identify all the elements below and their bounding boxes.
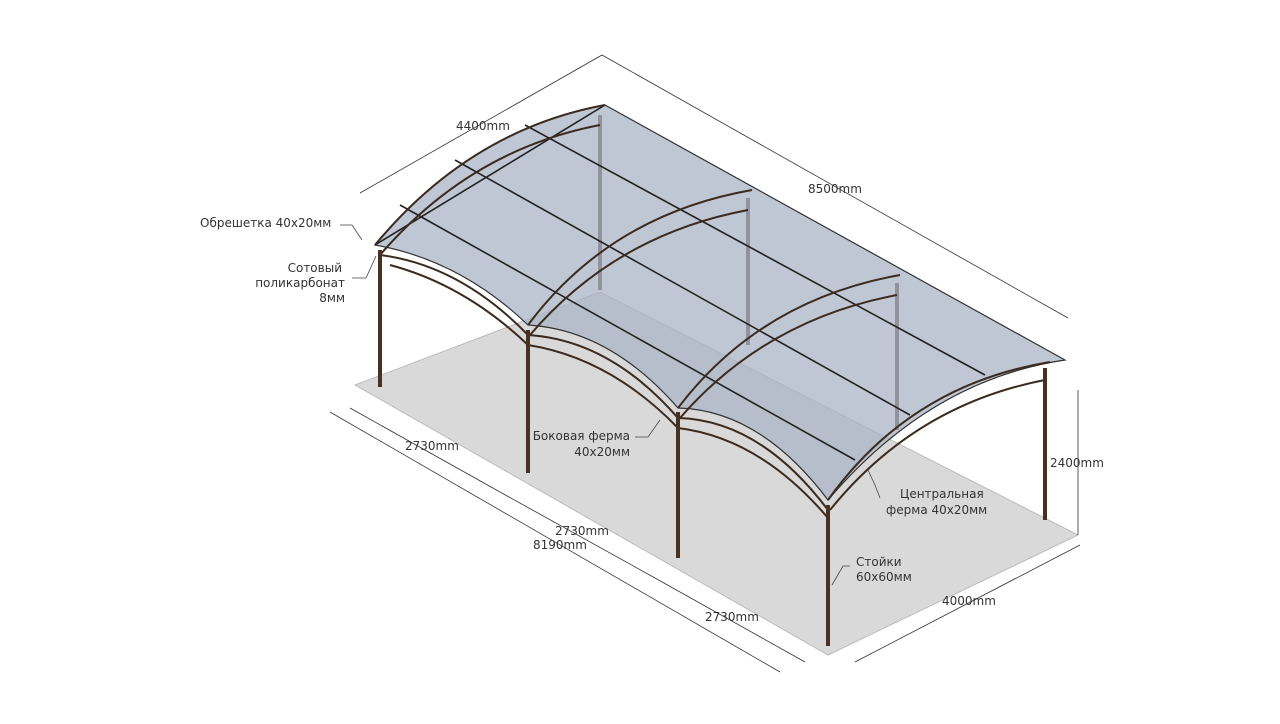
dim-roof-length: 8500mm [808,182,862,196]
label-central-truss-2: ферма 40x20мм [886,503,987,517]
dim-base-width: 4000mm [942,594,996,608]
dim-span-1: 2730mm [405,439,459,453]
label-polycarbonate-1: Сотовый [288,261,342,275]
side-truss-front [379,254,829,519]
arched-trusses [374,104,1051,511]
dim-span-2: 2730mm [555,524,609,538]
label-lathing: Обрешетка 40x20мм [200,216,331,230]
roof-lathing [374,104,986,461]
label-side-truss-1: Боковая ферма [533,429,630,443]
label-polycarbonate-3: 8мм [319,291,345,305]
dimension-lines [329,54,1081,673]
label-polycarbonate-2: поликарбонат [255,276,345,290]
leader-lines [340,224,881,586]
label-central-truss-1: Центральная [900,487,984,501]
dim-height: 2400mm [1050,456,1104,470]
dim-span-3: 2730mm [705,610,759,624]
label-posts-2: 60x60мм [856,570,912,584]
front-posts [378,250,830,646]
label-posts-1: Стойки [856,555,902,569]
dim-roof-width: 4400mm [456,119,510,133]
label-side-truss-2: 40x20мм [574,445,630,459]
dim-base-length: 8190mm [533,538,587,552]
